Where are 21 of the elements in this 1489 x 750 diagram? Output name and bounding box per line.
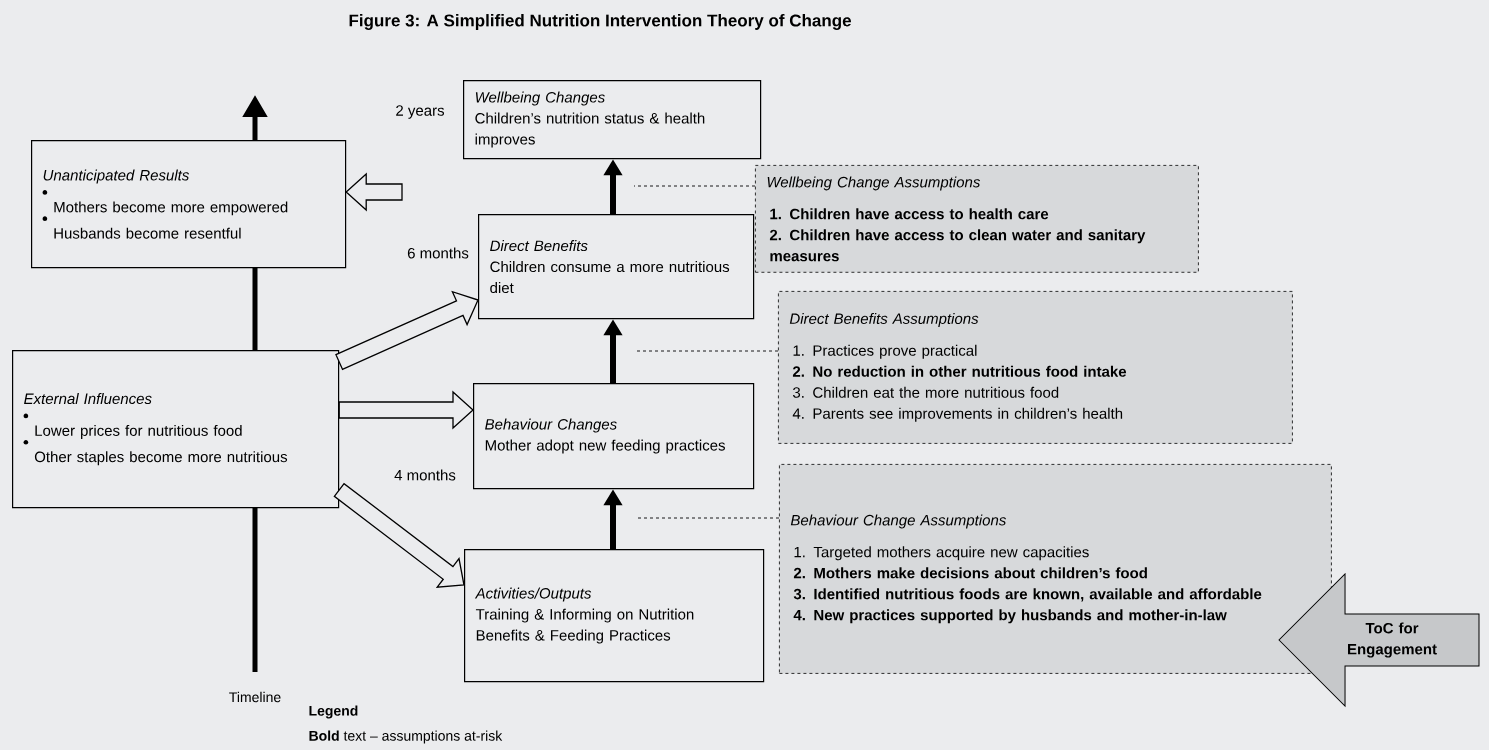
- legend-text: Bold text – assumptions at-risk: [309, 730, 503, 744]
- leader-line: [633, 185, 756, 187]
- duration-label: 4 months: [394, 469, 456, 481]
- process-box: Wellbeing Changes Children’s nutrition status & health improves: [463, 80, 762, 160]
- duration-label: 6 months: [407, 247, 469, 259]
- result-box: External Influences Lower prices for nutritious food Other staples become more nutritious: [12, 350, 340, 509]
- process-box: Behaviour Changes Mother adopt new feeding practices: [473, 383, 755, 490]
- assumption-box: Direct Benefits Assumptions 1. Practices prove practical 2. No reduction in other nutritious food intake 3. Children eat the more nutritious food 4. Parents see improvements in children’s health: [778, 291, 1293, 444]
- duration-label: 2 years: [396, 105, 445, 119]
- block-arrow: [345, 172, 403, 212]
- assumption-box: Wellbeing Change Assumptions 1. Children have access to health care 2. Children have access to clean water and sanitary measures: [755, 165, 1199, 273]
- block-arrow: [333, 482, 465, 588]
- assumption-box: Behaviour Change Assumptions 1. Targeted mothers acquire new capacities 2. Mothers make decisions about children’s food 3. Identified nutritious foods are known, available and affordable 4. New practices supported by husbands and mother-in-law: [779, 464, 1332, 674]
- legend-heading: Legend: [309, 705, 358, 719]
- timeline-label: Timeline: [229, 691, 281, 703]
- result-box: Unanticipated Results Mothers become more empowered Husbands become resentful: [31, 140, 347, 269]
- process-box: Activities/Outputs Training & Informing on Nutrition Benefits & Feeding Practices: [464, 549, 765, 683]
- leader-line: [635, 350, 779, 352]
- title: Figure 3: A Simplified Nutrition Intervention Theory of Change: [349, 14, 851, 30]
- block-arrow: [338, 390, 474, 430]
- process-box: Direct Benefits Children consume a more nutritious diet: [478, 214, 755, 320]
